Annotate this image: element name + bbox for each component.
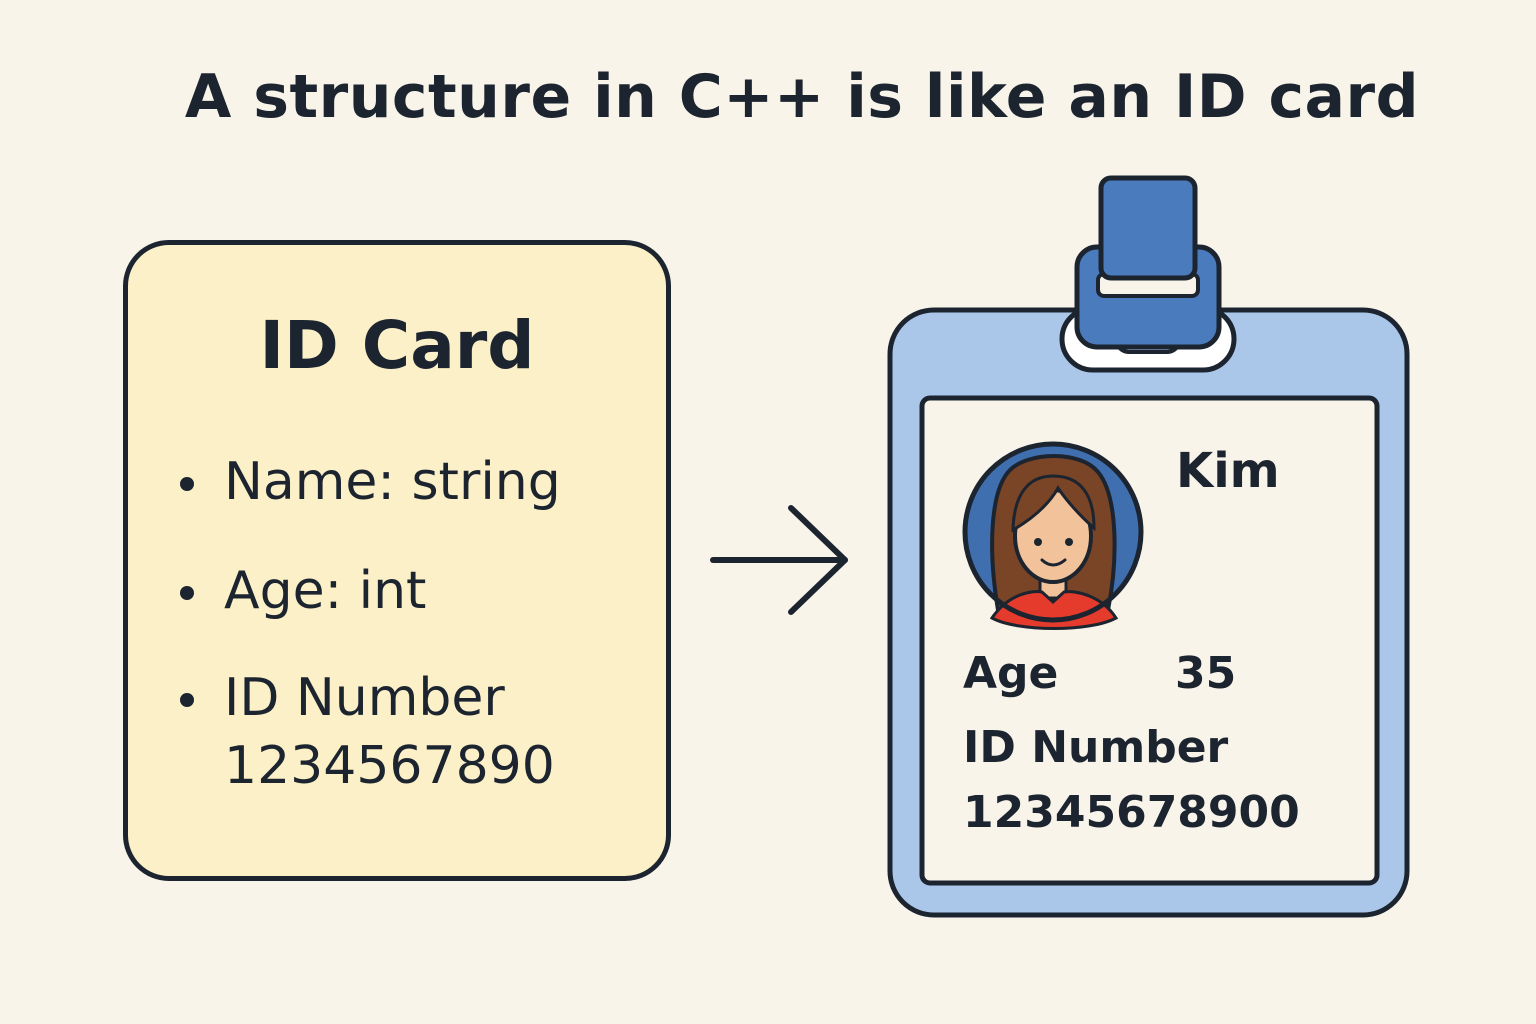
struct-field-label: Name: string: [224, 452, 561, 512]
avatar: [962, 441, 1144, 630]
bullet-icon: [180, 693, 194, 707]
struct-field-id-value: 1234567890: [224, 736, 555, 796]
bullet-icon: [180, 477, 194, 491]
right-arrow-icon: [710, 505, 848, 615]
bullet-icon: [180, 586, 194, 600]
id-badge-illustration: [887, 175, 1410, 918]
badge-id-value: 12345678900: [963, 787, 1300, 838]
badge-age-value: 35: [1175, 648, 1237, 699]
struct-field-label: ID Number: [224, 668, 505, 728]
diagram-title: A structure in C++ is like an ID card: [184, 62, 1420, 132]
struct-definition-card: ID Card Name: string Age: int ID Number …: [123, 240, 671, 881]
badge-name: Kim: [1176, 443, 1280, 499]
struct-field-label: Age: int: [224, 561, 427, 621]
struct-card-heading: ID Card: [259, 307, 535, 384]
badge-id-label: ID Number: [963, 722, 1229, 773]
badge-age-label: Age: [963, 648, 1059, 699]
